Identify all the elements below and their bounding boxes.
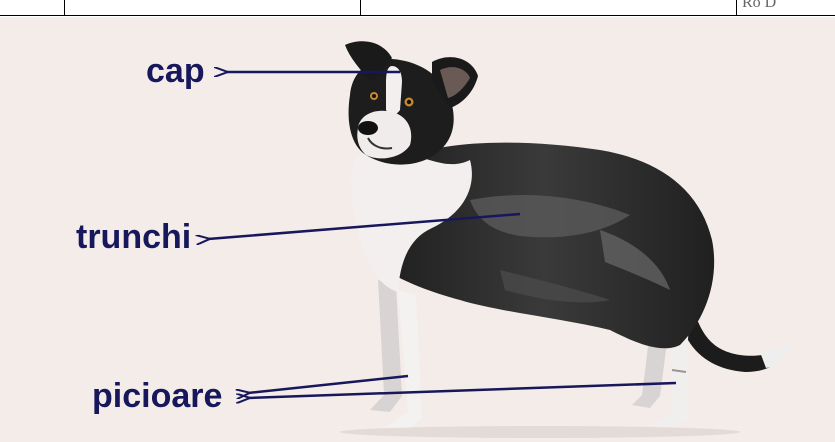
table-divider xyxy=(64,0,65,16)
dog-illustration xyxy=(340,41,792,438)
label-arrows xyxy=(0,17,677,442)
label-body: trunchi xyxy=(76,218,192,256)
label-head: cap xyxy=(146,52,205,90)
dog-tail xyxy=(688,300,790,372)
cut-off-text: Ro D xyxy=(742,0,777,11)
front-leg-rear xyxy=(370,280,402,412)
dog-blaze xyxy=(386,66,402,115)
tail-tip xyxy=(760,340,792,368)
front-leg-front xyxy=(384,290,422,430)
back-leg-front xyxy=(650,330,688,430)
back-leg-rear xyxy=(632,330,668,408)
arrow-leg-back xyxy=(248,381,677,398)
dog-nose xyxy=(358,121,378,135)
body-highlight xyxy=(470,195,630,238)
diagram-panel: cap trunchi picioare xyxy=(0,17,835,442)
table-divider xyxy=(736,0,737,16)
arrow-body xyxy=(208,212,521,239)
dog-chest xyxy=(351,146,472,292)
label-legs: picioare xyxy=(92,377,223,415)
table-divider xyxy=(360,0,361,16)
arrow-leg-front xyxy=(248,374,409,393)
table-border-strip: Ro D xyxy=(0,0,835,16)
